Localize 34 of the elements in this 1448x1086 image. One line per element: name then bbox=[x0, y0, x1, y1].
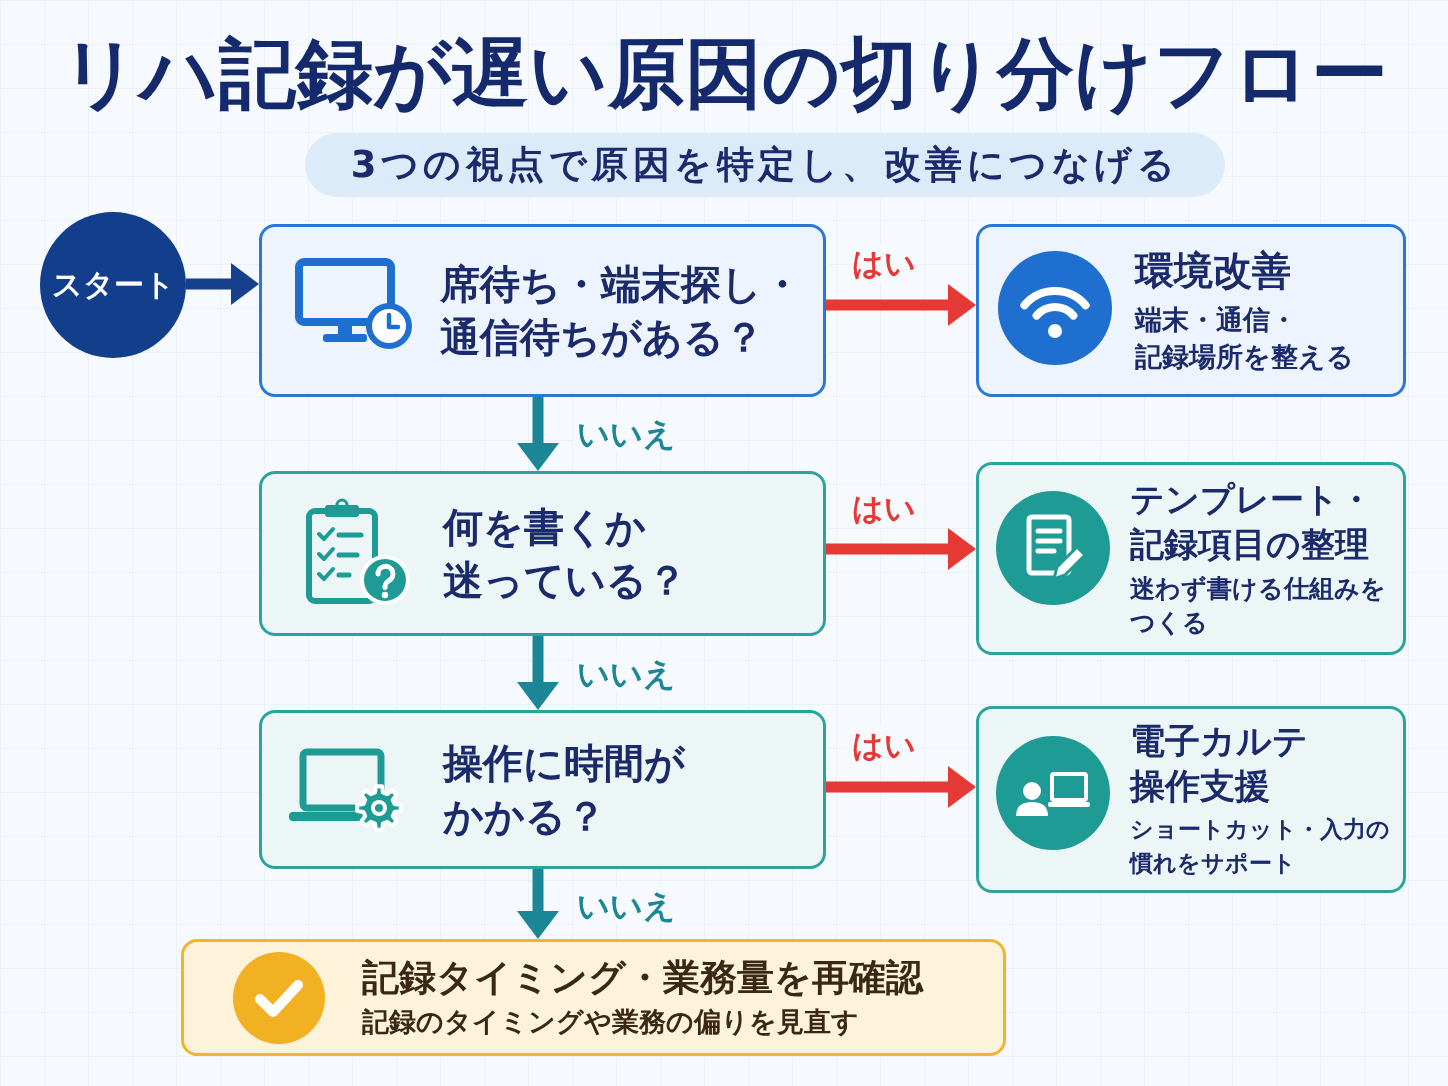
arrow bbox=[517, 869, 559, 939]
subtitle: 3つの視点で原因を特定し、改善につなげる bbox=[350, 142, 1180, 188]
conclusion-box bbox=[181, 939, 1006, 1056]
result-box bbox=[976, 462, 1406, 655]
question-text: 操作に時間がかかる？ bbox=[443, 738, 686, 841]
heading: 記録タイミング・業務量を再確認 bbox=[362, 955, 923, 1001]
result-box bbox=[976, 224, 1406, 397]
description: ショートカット・入力の慣れをサポート bbox=[1130, 815, 1391, 878]
arrow bbox=[517, 397, 559, 471]
arrow bbox=[826, 528, 976, 570]
subtitle-banner bbox=[305, 133, 1225, 197]
question-box bbox=[259, 224, 826, 397]
edge-label: はい bbox=[849, 244, 919, 282]
arrow bbox=[186, 263, 259, 305]
question-text: 席待ち・端末探し・通信待ちがある？ bbox=[440, 259, 803, 362]
edge-label: いいえ bbox=[574, 415, 679, 453]
arrow bbox=[826, 284, 976, 326]
description: 端末・通信・記録場所を整える bbox=[1135, 302, 1355, 374]
arrow bbox=[517, 636, 559, 710]
description: 迷わず書ける仕組みをつくる bbox=[1130, 573, 1387, 639]
question-box bbox=[259, 471, 826, 636]
edge-label: はい bbox=[849, 726, 919, 764]
heading: テンプレート・記録項目の整理 bbox=[1130, 478, 1374, 566]
question-box bbox=[259, 710, 826, 869]
edge-label: いいえ bbox=[574, 887, 679, 925]
heading: 電子カルテ操作支援 bbox=[1130, 720, 1309, 808]
result-box bbox=[976, 706, 1406, 893]
title: リハ記録が遅い原因の切り分けフロー bbox=[60, 28, 1388, 120]
start-label: スタート bbox=[51, 266, 175, 304]
heading: 環境改善 bbox=[1135, 246, 1291, 295]
arrow bbox=[826, 766, 976, 808]
description: 記録のタイミングや業務の偏りを見直す bbox=[362, 1005, 859, 1039]
edge-label: いいえ bbox=[574, 655, 679, 693]
question-text: 何を書くか迷っている？ bbox=[443, 502, 688, 605]
